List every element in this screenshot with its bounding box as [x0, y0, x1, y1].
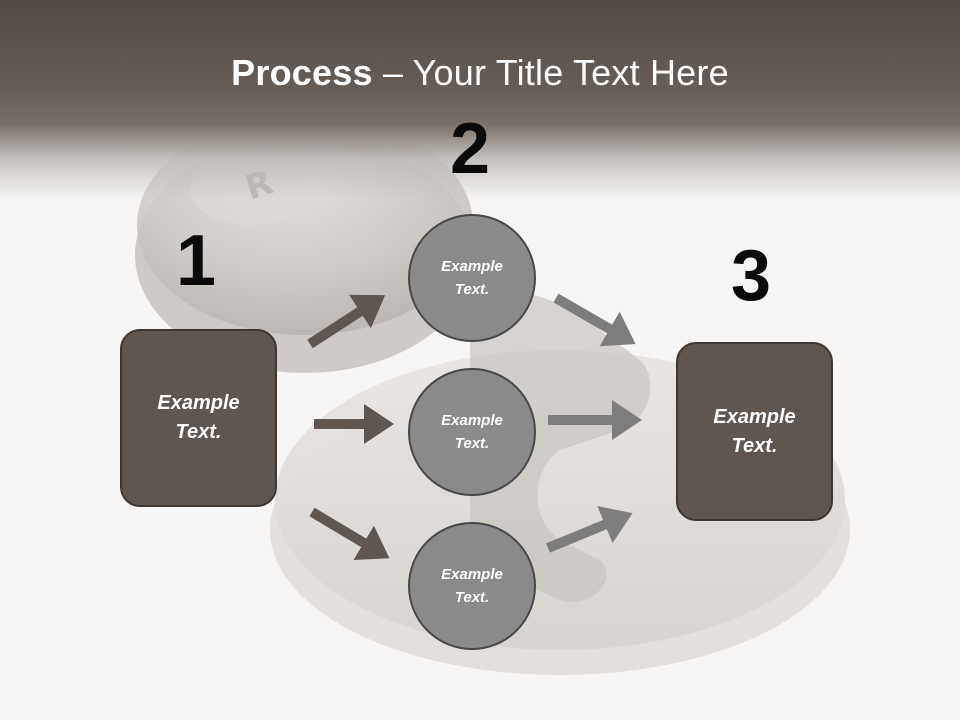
- title-bar: [0, 0, 960, 200]
- arrow-bottom-to-3: [546, 506, 633, 553]
- page-title: Process – Your Title Text Here: [0, 52, 960, 94]
- step-2-circle-bottom-label: Example Text.: [441, 566, 503, 606]
- step-1-label: Example Text.: [157, 392, 240, 443]
- arrow-top-to-3: [553, 293, 636, 347]
- step-number-3: 3: [731, 236, 772, 316]
- step-number-1: 1: [176, 221, 217, 301]
- title-rest: – Your Title Text Here: [372, 52, 729, 93]
- step-2-circle-middle-label: Example Text.: [441, 412, 503, 452]
- step-3-box: Example Text.: [676, 342, 833, 521]
- step-3-label: Example Text.: [713, 405, 796, 457]
- step-2-circle-middle: Example Text.: [408, 368, 536, 496]
- step-2-circle-bottom: Example Text.: [408, 522, 536, 650]
- step-number-2: 2: [450, 109, 491, 189]
- step-2-circle-top-label: Example Text.: [441, 258, 503, 298]
- arrow-1-to-top: [307, 294, 386, 349]
- arrow-1-to-bottom: [309, 507, 390, 561]
- step-2-circle-top: Example Text.: [408, 214, 536, 342]
- step-1-box: Example Text.: [120, 329, 277, 507]
- title-bold: Process: [231, 52, 373, 93]
